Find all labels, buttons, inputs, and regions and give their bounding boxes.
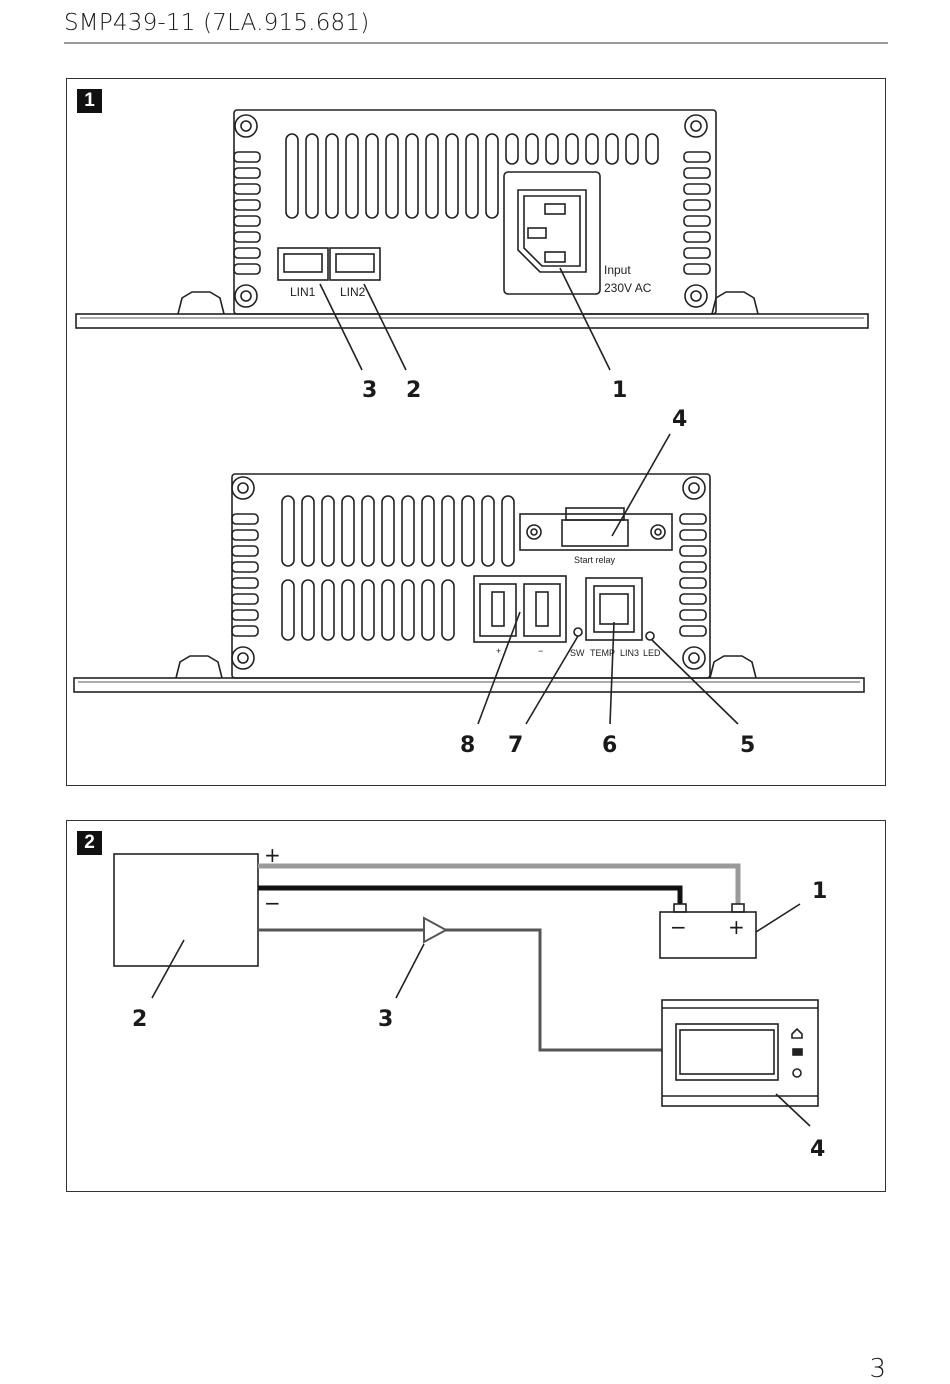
lin2-port (329, 247, 381, 281)
right-cooling-fins-bottom (679, 513, 707, 637)
page-number: 3 (869, 1354, 886, 1384)
start-relay-terminal (519, 513, 673, 551)
screw-icon (682, 476, 706, 500)
signal-wire (258, 928, 662, 1052)
callout-1: 1 (612, 378, 627, 403)
battery-minus-symbol: − (670, 915, 687, 939)
led-label: LED (643, 648, 661, 658)
left-cooling-fins-bottom (231, 513, 259, 637)
callout-2: 2 (406, 378, 421, 403)
base-plate-bottom (73, 677, 865, 693)
input-label: Input (604, 263, 631, 277)
screw-icon (234, 284, 258, 308)
input-voltage-label: 230V AC (604, 281, 652, 295)
screw-icon (684, 284, 708, 308)
left-cooling-fins-top (233, 151, 261, 275)
document-header-title: SMP439-11 (7LA.915.681) (64, 10, 370, 36)
negative-wire (258, 885, 683, 904)
callout-8: 8 (460, 733, 475, 758)
screw-icon (682, 646, 706, 670)
callout-5: 5 (740, 733, 755, 758)
start-relay-label: Start relay (574, 555, 616, 565)
fig2-callout-4: 4 (810, 1137, 825, 1162)
plus-terminal-label: + (496, 646, 501, 656)
screw-icon (684, 114, 708, 138)
sw-switch (573, 627, 583, 637)
fig2-callout-3: 3 (378, 1007, 393, 1032)
lin2-label: LIN2 (340, 285, 366, 299)
vent-slots-bottom (281, 495, 515, 641)
figure-2-frame: 2 (66, 820, 886, 1192)
temp-label: TEMP (590, 648, 615, 658)
status-led (645, 631, 655, 641)
minus-terminal-label: − (538, 646, 543, 656)
figure-1-frame: 1 (66, 78, 886, 786)
lin3-label: LIN3 (620, 648, 639, 658)
home-icon (791, 1027, 803, 1039)
right-cooling-fins-top (683, 151, 711, 275)
ac-input-inlet (503, 171, 601, 295)
header-rule (64, 42, 888, 44)
charger-box (113, 853, 259, 967)
fig2-callout-2: 2 (132, 1007, 147, 1032)
screw-icon (234, 114, 258, 138)
panel-display (675, 1023, 779, 1081)
screw-icon (231, 476, 255, 500)
minus-symbol: − (264, 891, 281, 915)
control-panel (661, 999, 819, 1107)
battery-output-connector (473, 575, 567, 643)
positive-wire (258, 863, 741, 904)
figure-2-badge: 2 (77, 831, 102, 855)
figure-1-badge: 1 (77, 89, 102, 113)
battery (659, 911, 757, 959)
lin1-port (277, 247, 329, 281)
battery-icon (792, 1048, 803, 1056)
callout-6: 6 (602, 733, 617, 758)
sw-label: SW (570, 648, 585, 658)
lin1-label: LIN1 (290, 285, 316, 299)
callout-4: 4 (672, 407, 687, 432)
vent-slots-top (285, 133, 659, 219)
screw-icon (231, 646, 255, 670)
battery-plus-symbol: + (728, 915, 745, 939)
fig2-callout-1: 1 (812, 879, 827, 904)
plus-symbol: + (264, 843, 281, 867)
base-plate-top (75, 313, 869, 329)
diode-icon (423, 916, 449, 944)
callout-3: 3 (362, 378, 377, 403)
power-icon (792, 1068, 802, 1078)
callout-7: 7 (508, 733, 523, 758)
